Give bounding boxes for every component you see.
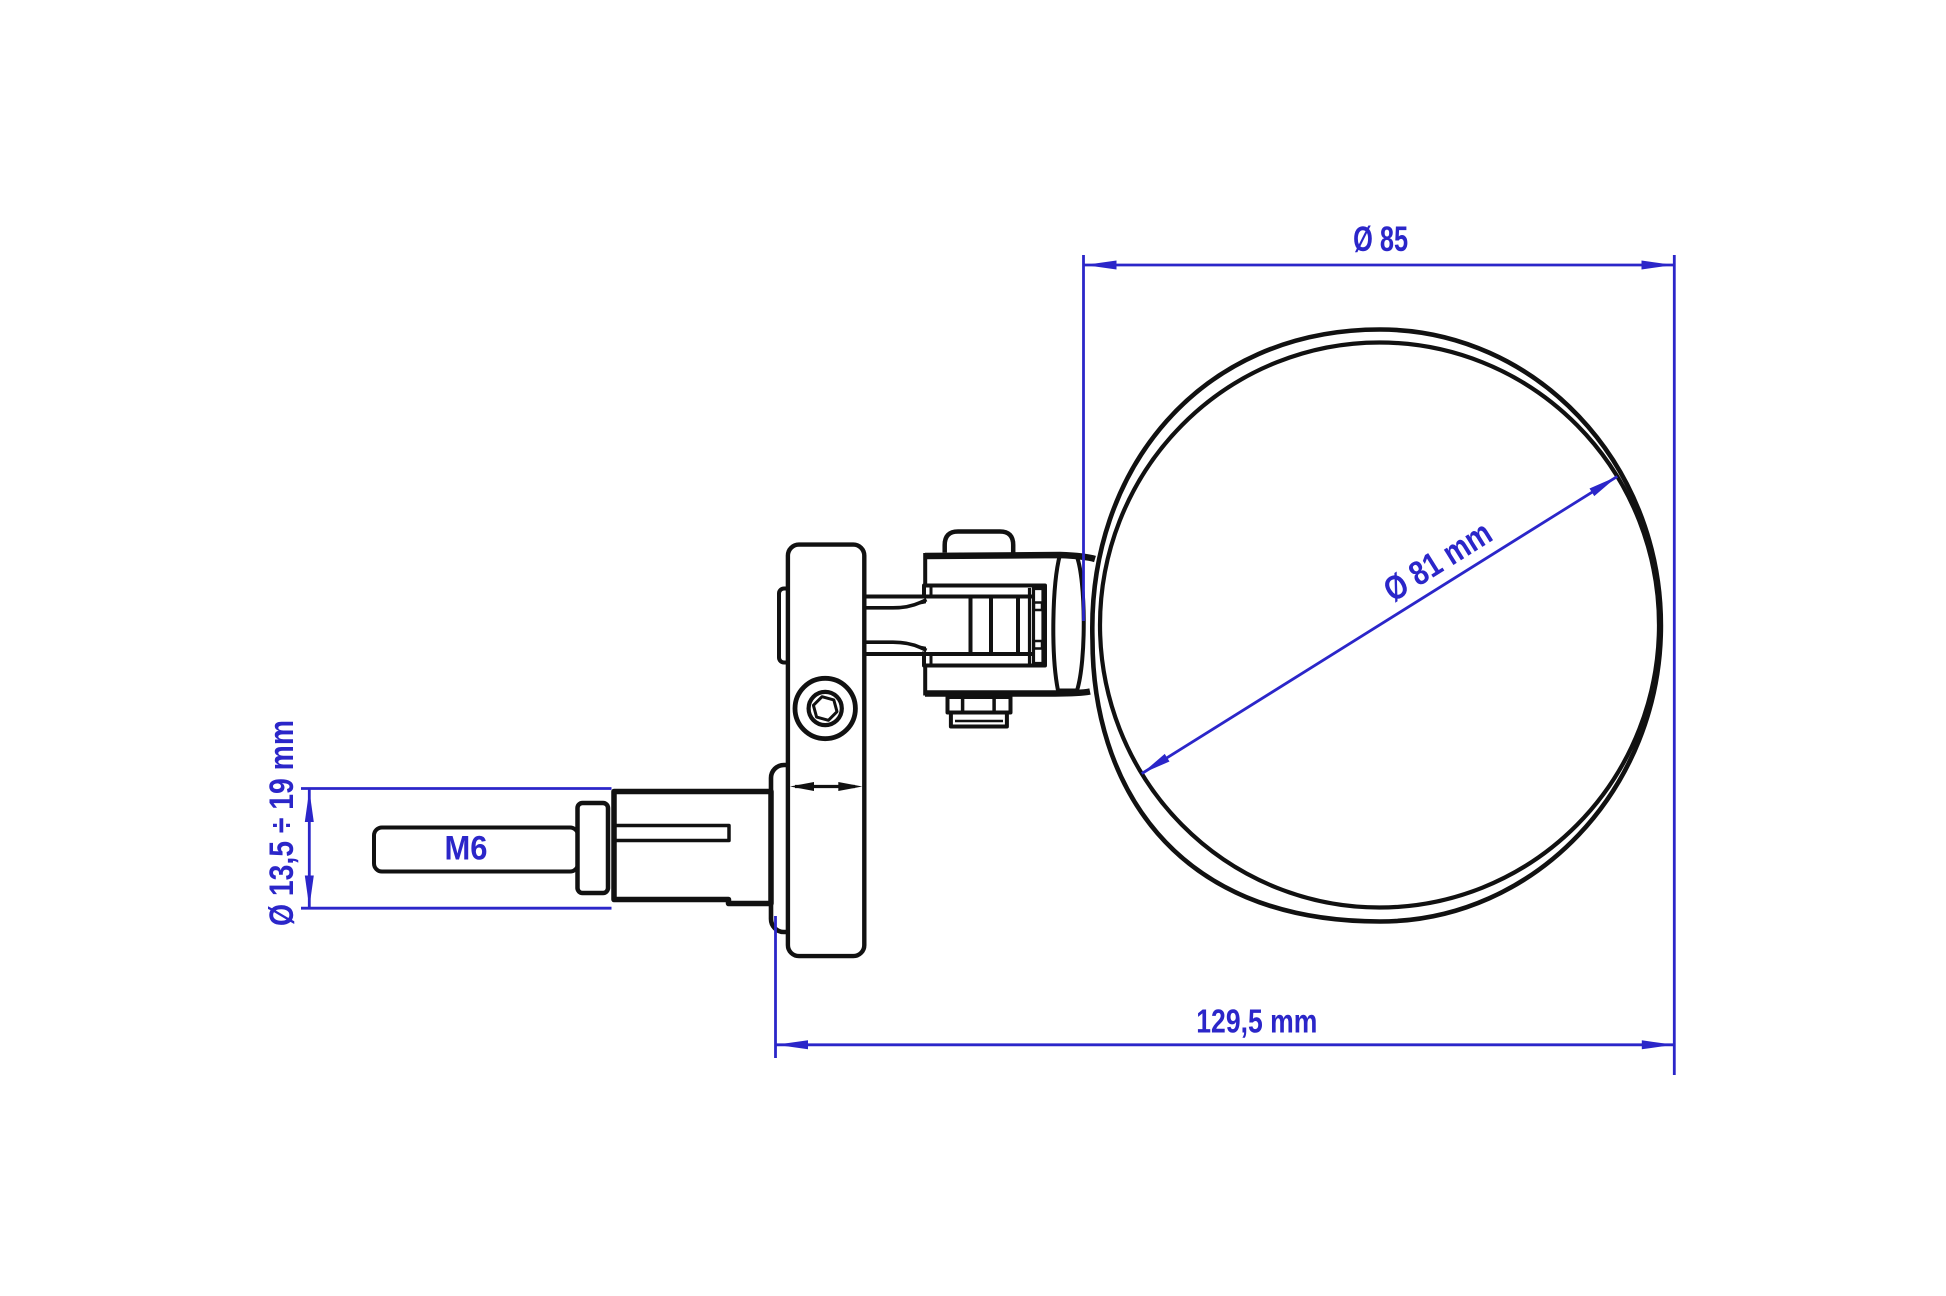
svg-text:Ø 13,5 ÷ 19 mm: Ø 13,5 ÷ 19 mm: [263, 720, 301, 926]
svg-text:129,5 mm: 129,5 mm: [1196, 1004, 1317, 1041]
svg-text:Ø 85: Ø 85: [1353, 220, 1408, 259]
svg-text:M6: M6: [445, 830, 488, 868]
